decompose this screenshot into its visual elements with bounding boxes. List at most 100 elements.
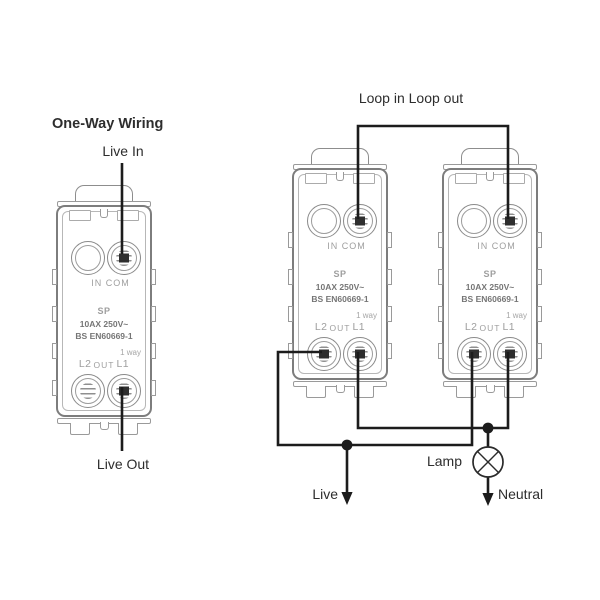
module-rocker-cap [75,185,133,206]
l1-text: L1 [502,321,516,333]
side-tab [151,306,156,322]
l1-text: L1 [352,321,366,333]
side-tab [151,343,156,359]
com-text: COM [341,241,366,251]
module-top-clip [117,210,139,221]
module-top-clip [455,173,477,184]
live-feed-wire [276,350,474,447]
switch-module-b: IN COM SP 10AX 250V~ BS EN60669-1 1 way … [438,148,542,400]
lamp-symbol-icon [472,446,504,478]
l1-terminal [493,337,527,371]
module-top-notch [336,172,344,181]
module-top-clip [353,173,375,184]
neutral-arrow-icon [482,493,494,506]
side-tab [537,343,542,359]
l2-terminal [307,337,341,371]
l1-terminal [107,374,141,408]
one-way-label: 1 way [506,311,527,320]
in-com-label: IN COM [294,241,386,251]
com-text: COM [105,278,130,288]
side-tab [438,343,443,359]
out-text: OUT [479,323,501,333]
switched-live-wire [356,352,510,430]
side-tab [52,306,57,322]
diagram-title: One-Way Wiring [52,116,164,132]
in-com-label: IN COM [58,278,150,288]
switch-module-a: IN COM SP 10AX 250V~ BS EN60669-1 1 way … [288,148,392,400]
live-junction-dot [341,439,353,451]
live-in-label: Live In [102,143,144,159]
side-tab [537,269,542,285]
l2-text: L2 [78,358,92,370]
lamp-label: Lamp [426,453,462,469]
live-label: Live [312,486,338,502]
side-tab [387,306,392,322]
rating-label: 10AX 250V~ [79,319,129,329]
in-text: IN [327,241,339,251]
module-bottom-clip [306,386,326,398]
side-tab [387,269,392,285]
module-body: IN COM SP 10AX 250V~ BS EN60669-1 1 way … [438,168,542,380]
module-rocker-cap [461,148,519,169]
live-out-label: Live Out [96,456,150,472]
neutral-label: Neutral [498,486,544,502]
module-top-clip [503,173,525,184]
l1-terminal [343,337,377,371]
module-bottom-notch [485,385,495,393]
one-way-label: 1 way [356,311,377,320]
module-body: IN COM SP 10AX 250V~ BS EN60669-1 1 way … [288,168,392,380]
side-tab [288,232,293,248]
side-tab [151,380,156,396]
module-top-notch [486,172,494,181]
module-top-notch [100,209,108,218]
rating-label: 10AX 250V~ [315,282,365,292]
side-tab [387,232,392,248]
side-tab [537,306,542,322]
lamp-junction-dot [482,422,494,434]
side-tab [151,269,156,285]
side-tab [288,306,293,322]
side-tab [52,380,57,396]
sp-label: SP [97,306,111,316]
module-top-clip [69,210,91,221]
side-tab [387,343,392,359]
module-rocker-cap [311,148,369,169]
l2-text: L2 [464,321,478,333]
module-bottom-notch [99,422,109,430]
in-com-label: IN COM [444,241,536,251]
in-text: IN [91,278,103,288]
module-body: IN COM SP 10AX 250V~ BS EN60669-1 1 way … [52,205,156,417]
fixing-hole [71,241,105,275]
module-bottom-notch [335,385,345,393]
sp-label: SP [333,269,347,279]
module-bottom-clip [70,423,90,435]
l2-terminal [71,374,105,408]
loop-in-loop-out-wire [356,124,510,219]
standard-label: BS EN60669-1 [75,331,133,341]
sp-label: SP [483,269,497,279]
out-text: OUT [93,360,115,370]
com-terminal [343,204,377,238]
com-terminal [493,204,527,238]
l2-text: L2 [314,321,328,333]
com-terminal [107,241,141,275]
l2-terminal [457,337,491,371]
rating-label: 10AX 250V~ [465,282,515,292]
side-tab [438,306,443,322]
live-arrow-icon [341,492,353,505]
one-way-label: 1 way [120,348,141,357]
side-tab [537,232,542,248]
loop-in-loop-out-label: Loop in Loop out [358,90,464,106]
module-top-clip [305,173,327,184]
side-tab [52,343,57,359]
standard-label: BS EN60669-1 [461,294,519,304]
side-tab [52,269,57,285]
out-text: OUT [329,323,351,333]
com-text: COM [491,241,516,251]
fixing-hole [457,204,491,238]
fixing-hole [307,204,341,238]
